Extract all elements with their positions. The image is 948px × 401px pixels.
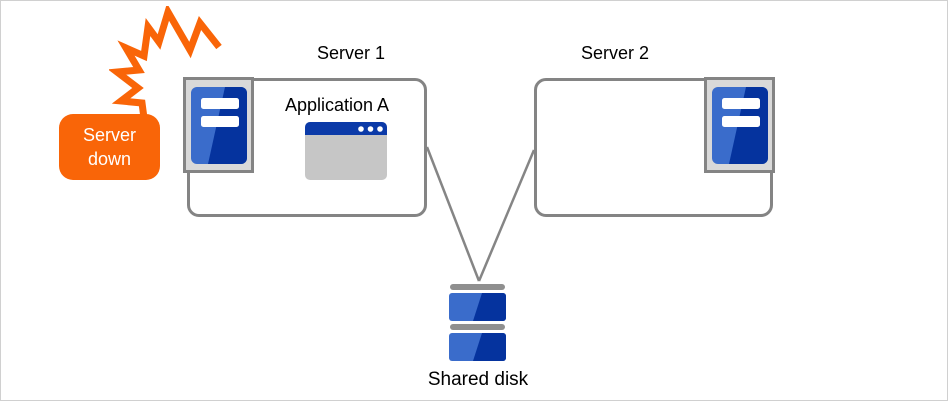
- server-slot-top: [200, 97, 239, 109]
- crash-burst-icon: [109, 6, 222, 119]
- shared-disk-icon: [449, 284, 506, 361]
- server-icon: [711, 86, 768, 164]
- application-window-icon: [305, 122, 387, 180]
- window-body: [305, 122, 387, 180]
- connector-server2-disk: [477, 149, 536, 282]
- server-icon: [190, 86, 247, 164]
- disk-bar-top: [450, 284, 505, 290]
- connector-server1-disk: [425, 146, 481, 282]
- server2-icon-panel: [704, 77, 775, 173]
- disk-bar-middle: [450, 324, 505, 330]
- server-down-badge: Server down: [59, 114, 160, 180]
- server-down-line2: down: [87, 149, 132, 169]
- shared-disk-label: Shared disk: [427, 369, 529, 390]
- application-label: Application A: [284, 95, 390, 115]
- server-slot-bottom: [200, 115, 239, 127]
- server-slot-bottom: [721, 115, 760, 127]
- window-title-bar: [305, 122, 387, 135]
- disk-platter-2: [449, 333, 506, 361]
- server1-label: Server 1: [316, 43, 386, 63]
- server-slot-top: [721, 97, 760, 109]
- window-buttons: [358, 126, 383, 132]
- server-down-line1: Server: [82, 125, 136, 145]
- crash-zigzag: [109, 6, 222, 119]
- server1-icon-panel: [183, 77, 254, 173]
- disk-platter-1: [449, 293, 506, 321]
- server2-label: Server 2: [580, 43, 650, 63]
